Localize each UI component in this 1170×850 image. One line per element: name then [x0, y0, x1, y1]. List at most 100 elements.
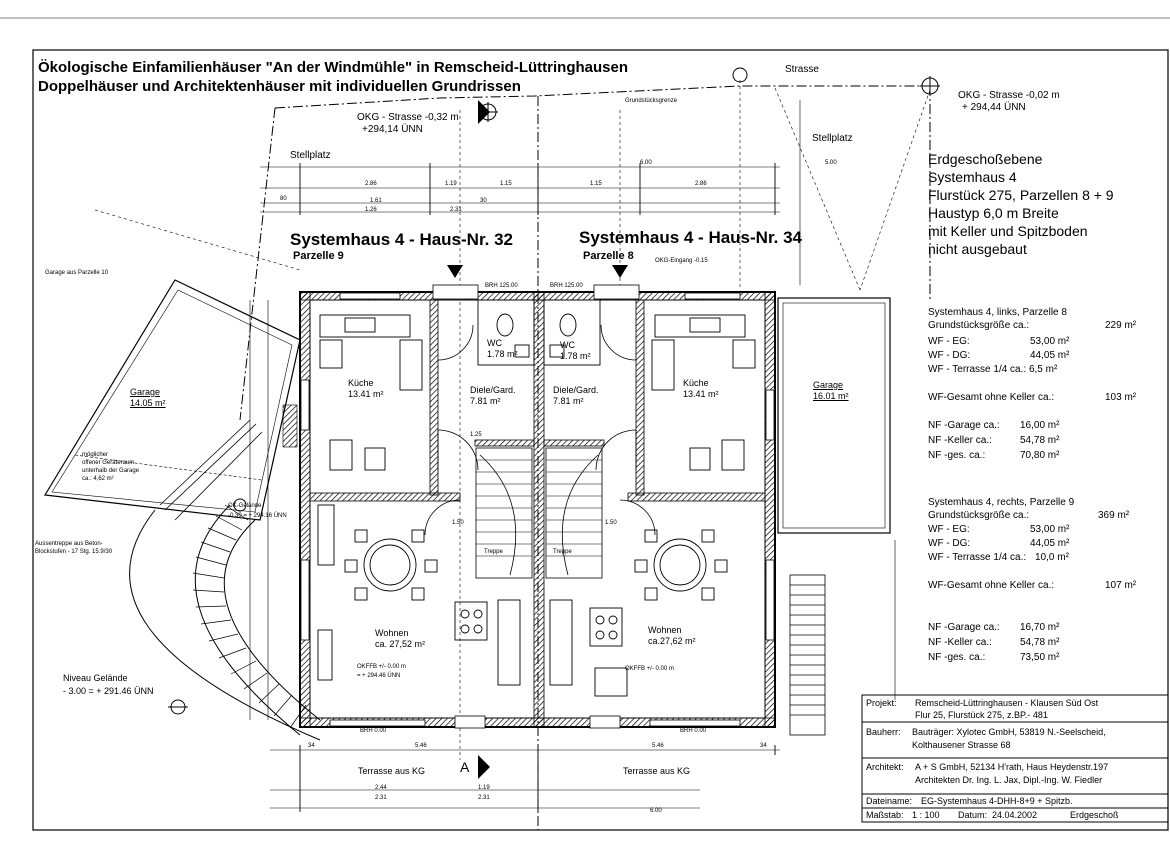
house-title-right: Systemhaus 4 - Haus-Nr. 34 — [579, 228, 802, 247]
grundstuecksgrenze-label: Grundstücksgrenze — [625, 98, 678, 104]
dim-161: 1.61 — [370, 198, 382, 204]
dim-34-r: 34 — [760, 743, 767, 749]
dim-119-b: 1.19 — [478, 785, 490, 791]
tb-bauherr-val: Bauträger: Xylotec GmbH, 53819 N.-Seelsc… — [912, 727, 1106, 737]
treppe-left: Treppe — [484, 549, 503, 555]
dining-tables — [344, 529, 728, 601]
house-parcel-left: Parzelle 9 — [293, 250, 344, 262]
stats-left-size-label: Grundstücksgröße ca.: — [928, 320, 1030, 331]
stats-right-nfgar: NF -Garage ca.: — [928, 622, 1000, 633]
tb-architekt-val: A + S GmbH, 52134 H'rath, Haus Heydenstr… — [915, 762, 1109, 772]
stats-right-size-label: Grundstücksgröße ca.: — [928, 510, 1030, 521]
dim-126: 1.26 — [365, 207, 377, 213]
niveau-value: - 3.00 = + 291.46 ÜNN — [63, 686, 154, 696]
title-block — [861, 694, 1169, 823]
interior-stair-steps — [476, 459, 602, 557]
curved-stair — [129, 504, 321, 741]
moeglich-4: ca.: 4,62 m² — [82, 476, 114, 482]
dim-231-b2: 2.31 — [478, 795, 490, 801]
dim-231-b: 2.31 — [375, 795, 387, 801]
stellplatz-right: Stellplatz — [812, 133, 853, 144]
okffb-right: OKFFB +/- 0.00 m — [625, 666, 674, 672]
brh-bottom-right: BRH 0.00 — [680, 728, 707, 734]
stats-right-nfges-val: 73,50 m² — [1020, 652, 1060, 663]
stats-left-wfeg: WF - EG: — [928, 336, 970, 347]
terrasse-right: Terrasse aus KG — [623, 766, 691, 776]
tb-architekt-label: Architekt: — [866, 762, 904, 772]
dimension-lines — [249, 100, 896, 809]
tb-projekt-val: Remscheid-Lüttringhausen - Klausen Süd O… — [915, 698, 1099, 708]
moeglich-2: offener Geräteraum — [82, 460, 135, 466]
dim-286-r: 2.86 — [695, 181, 707, 187]
dimension-ticks — [299, 163, 776, 812]
tb-massstab-label: Maßstab: — [866, 810, 904, 820]
stats-right-nfgar-val: 16,70 m² — [1020, 622, 1060, 633]
niveau-label: Niveau Gelände — [63, 673, 128, 683]
left-entry-step — [282, 404, 298, 448]
doors — [424, 324, 656, 536]
okg-left-nn: +294,14 ÜNN — [362, 124, 423, 135]
kitchen-fixtures — [319, 314, 756, 471]
dim-119-l: 1.19 — [445, 181, 457, 187]
stats-right-size-val: 369 m² — [1098, 510, 1130, 521]
dim-286-l: 2.86 — [365, 181, 377, 187]
dim-150-l: 1.50 — [452, 520, 464, 526]
okffb-left-nn: = + 294.46 ÜNN — [357, 673, 401, 679]
stats-right-wfterr: WF - Terrasse 1/4 ca.: — [928, 552, 1027, 563]
dim-500: 5.00 — [825, 160, 837, 166]
okg-eingang: OKG-Eingang -0.15 — [655, 258, 708, 264]
right-stair — [789, 574, 826, 736]
stellplatz-left: Stellplatz — [290, 150, 331, 161]
dim-546-r: 5.46 — [652, 743, 664, 749]
stats-left-head: Systemhaus 4, links, Parzelle 8 — [928, 307, 1067, 318]
sheet-frame — [32, 49, 1169, 831]
drawing-title-line2: Doppelhäuser und Architektenhäuser mit i… — [38, 78, 521, 95]
stats-right-nfkel: NF -Keller ca.: — [928, 637, 992, 648]
tb-architekt-val2: Architekten Dr. Ing. L. Jax, Dipl.-Ing. … — [915, 775, 1103, 785]
okg-right: OKG - Strasse -0,02 m — [958, 90, 1060, 101]
wc-rooms — [477, 299, 601, 366]
okg-right-nn: + 294,44 ÜNN — [962, 102, 1026, 113]
garage-parzelle10: Garage aus Parzelle 10 — [45, 270, 109, 276]
stats-right-wfdg: WF - DG: — [928, 538, 971, 549]
tb-datei-val: EG-Systemhaus 4-DHH-8+9 + Spitzb. — [921, 796, 1073, 806]
stats-left-wfdg-val: 44,05 m² — [1030, 350, 1070, 361]
stats-right-wfdg-val: 44,05 m² — [1030, 538, 1070, 549]
moeglich-3: unterhalb der Garage — [82, 468, 140, 474]
dim-546-l: 5.46 — [415, 743, 427, 749]
left-garage — [44, 279, 301, 521]
brh-top-left: BRH 125.00 — [485, 283, 518, 289]
stats-left-wfges-val: 103 m² — [1105, 392, 1137, 403]
okg-gelaende: OK-Gelände — [228, 503, 262, 509]
dim-34-l: 34 — [308, 743, 315, 749]
street-label: Strasse — [785, 64, 819, 75]
stats-right-wfges: WF-Gesamt ohne Keller ca.: — [928, 580, 1055, 591]
interior-stairs — [475, 447, 603, 579]
stoves — [317, 504, 628, 697]
hatched-walls — [299, 291, 776, 728]
room-diele-left: Diele/Gard.7.81 m² — [470, 385, 516, 406]
tb-projekt-label: Projekt: — [866, 698, 897, 708]
stats-left-nfkel-val: 54,78 m² — [1020, 435, 1060, 446]
stats-left-nfgar: NF -Garage ca.: — [928, 420, 1000, 431]
tb-bauherr-label: Bauherr: — [866, 727, 901, 737]
room-diele-right: Diele/Gard.7.81 m² — [553, 385, 599, 406]
stats-left-nfkel: NF -Keller ca.: — [928, 435, 992, 446]
house-title-left: Systemhaus 4 - Haus-Nr. 32 — [290, 230, 513, 249]
drawing-title-line1: Ökologische Einfamilienhäuser "An der Wi… — [38, 59, 629, 76]
brh-bottom-left: BRH 0.00 — [360, 728, 387, 734]
treppe-right: Treppe — [553, 549, 572, 555]
dim-80: 80 — [280, 196, 287, 202]
tb-datum-val: 24.04.2002 — [992, 810, 1038, 820]
stats-left-wfdg: WF - DG: — [928, 350, 971, 361]
dim-125: 1.25 — [470, 432, 482, 438]
house-parcel-right: Parzelle 8 — [583, 250, 634, 262]
